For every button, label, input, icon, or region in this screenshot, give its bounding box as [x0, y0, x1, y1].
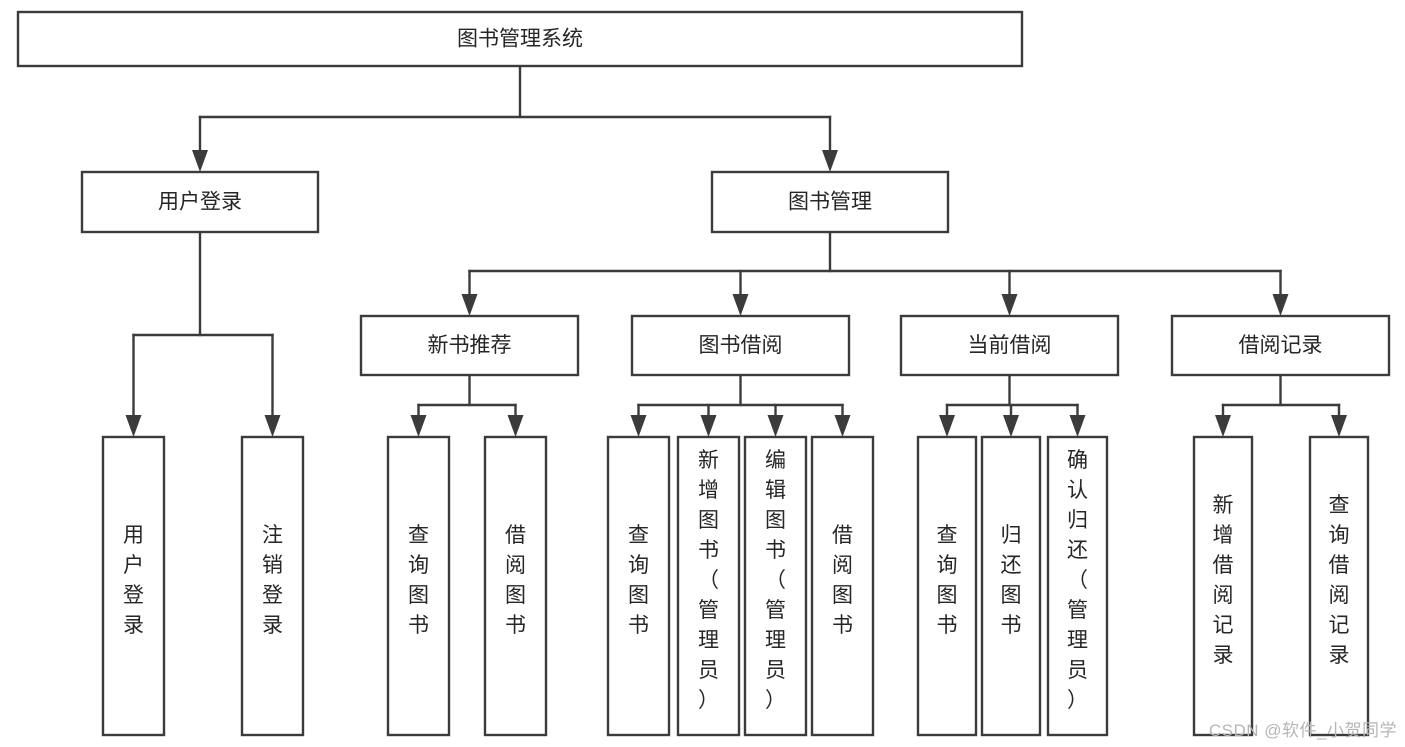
node-label: 查询图书 — [408, 524, 429, 637]
node-root[interactable]: 图书管理系统 — [16, 10, 1024, 68]
csdn-watermark: CSDN @软件_小贺同学 — [1208, 721, 1397, 740]
node-label: 借阅图书 — [505, 524, 526, 637]
node-label: 图书管理 — [788, 191, 872, 214]
node-label: 编辑图书（管理员） — [765, 449, 786, 712]
node-label: 用户登录 — [158, 191, 242, 214]
node-box[interactable] — [1170, 314, 1391, 377]
node-borrow-record[interactable]: 借阅记录 — [1170, 314, 1391, 377]
node-leaf-add-record[interactable]: 新增借阅记录 — [1192, 435, 1254, 737]
node-box[interactable] — [710, 170, 950, 234]
node-leaf-edit-book[interactable]: 编辑图书（管理员） — [743, 435, 808, 737]
node-box[interactable] — [606, 435, 671, 737]
connector-group-borrow-record — [1215, 373, 1347, 437]
node-leaf-borrow-book[interactable]: 借阅图书 — [810, 435, 875, 737]
arrowhead-icon — [939, 415, 955, 437]
node-leaf-borrow-book-rec[interactable]: 借阅图书 — [483, 435, 548, 737]
node-box[interactable] — [359, 314, 580, 377]
arrowhead-icon — [125, 415, 142, 437]
node-new-book-rec[interactable]: 新书推荐 — [359, 314, 580, 377]
arrowhead-icon — [1069, 415, 1086, 437]
node-label: 图书借阅 — [699, 334, 783, 357]
node-label: 归还图书 — [1001, 524, 1022, 637]
node-box[interactable] — [386, 435, 451, 737]
connector-group-new-book-rec — [410, 373, 524, 437]
node-leaf-query-record[interactable]: 查询借阅记录 — [1308, 435, 1370, 737]
node-box[interactable] — [676, 435, 741, 737]
arrowhead-icon — [1272, 294, 1289, 316]
arrowhead-icon — [1215, 415, 1231, 437]
node-label: 确认归还（管理员） — [1067, 449, 1088, 712]
node-box[interactable] — [630, 314, 851, 377]
node-book-borrow[interactable]: 图书借阅 — [630, 314, 851, 377]
node-box[interactable] — [916, 435, 978, 737]
arrowhead-icon — [507, 415, 524, 437]
arrowhead-icon — [822, 150, 838, 172]
connectors-layer — [125, 64, 1347, 437]
node-label: 查询借阅记录 — [1329, 494, 1350, 667]
arrowhead-icon — [732, 294, 749, 316]
connector-group-current-borrow — [939, 373, 1086, 437]
nodes-layer: 图书管理系统用户登录图书管理新书推荐图书借阅当前借阅借阅记录用户登录注销登录查询… — [16, 10, 1391, 737]
node-label: 借阅记录 — [1239, 334, 1323, 357]
arrowhead-icon — [192, 150, 208, 172]
node-leaf-user-login[interactable]: 用户登录 — [101, 435, 166, 737]
node-label: 注销登录 — [262, 524, 283, 637]
node-box[interactable] — [80, 170, 320, 234]
connector-group-root — [192, 64, 838, 172]
node-leaf-add-book[interactable]: 新增图书（管理员） — [676, 435, 741, 737]
node-leaf-query-book-borrow[interactable]: 查询图书 — [606, 435, 671, 737]
node-label: 新增借阅记录 — [1213, 494, 1234, 667]
node-label: 新增图书（管理员） — [698, 449, 719, 712]
arrowhead-icon — [1003, 415, 1019, 437]
node-label: 查询图书 — [628, 524, 649, 637]
node-leaf-query-book-current[interactable]: 查询图书 — [916, 435, 978, 737]
arrowhead-icon — [1001, 294, 1018, 316]
arrowhead-icon — [264, 415, 281, 437]
node-box[interactable] — [1192, 435, 1254, 737]
connector-group-book-manage — [461, 230, 1289, 316]
node-book-manage[interactable]: 图书管理 — [710, 170, 950, 234]
node-leaf-query-book-rec[interactable]: 查询图书 — [386, 435, 451, 737]
node-leaf-logout[interactable]: 注销登录 — [240, 435, 305, 737]
connector-group-user-login — [125, 230, 281, 437]
node-box[interactable] — [1046, 435, 1109, 737]
arrowhead-icon — [767, 415, 784, 437]
connector-group-book-borrow — [630, 373, 851, 437]
node-label: 图书管理系统 — [457, 28, 583, 51]
node-label: 查询图书 — [937, 524, 958, 637]
node-box[interactable] — [980, 435, 1042, 737]
arrowhead-icon — [410, 415, 427, 437]
node-label: 借阅图书 — [832, 524, 853, 637]
arrowhead-icon — [1331, 415, 1347, 437]
node-box[interactable] — [810, 435, 875, 737]
arrowhead-icon — [834, 415, 851, 437]
node-current-borrow[interactable]: 当前借阅 — [899, 314, 1120, 377]
node-leaf-return-book[interactable]: 归还图书 — [980, 435, 1042, 737]
node-box[interactable] — [240, 435, 305, 737]
node-box[interactable] — [899, 314, 1120, 377]
node-box[interactable] — [743, 435, 808, 737]
node-box[interactable] — [101, 435, 166, 737]
node-label: 当前借阅 — [968, 334, 1052, 357]
node-leaf-confirm-return[interactable]: 确认归还（管理员） — [1046, 435, 1109, 737]
node-user-login[interactable]: 用户登录 — [80, 170, 320, 234]
arrowhead-icon — [461, 294, 478, 316]
arrowhead-icon — [700, 415, 717, 437]
node-label: 用户登录 — [123, 524, 144, 637]
node-box[interactable] — [483, 435, 548, 737]
node-box[interactable] — [16, 10, 1024, 68]
node-box[interactable] — [1308, 435, 1370, 737]
arrowhead-icon — [630, 415, 647, 437]
node-label: 新书推荐 — [428, 334, 512, 357]
